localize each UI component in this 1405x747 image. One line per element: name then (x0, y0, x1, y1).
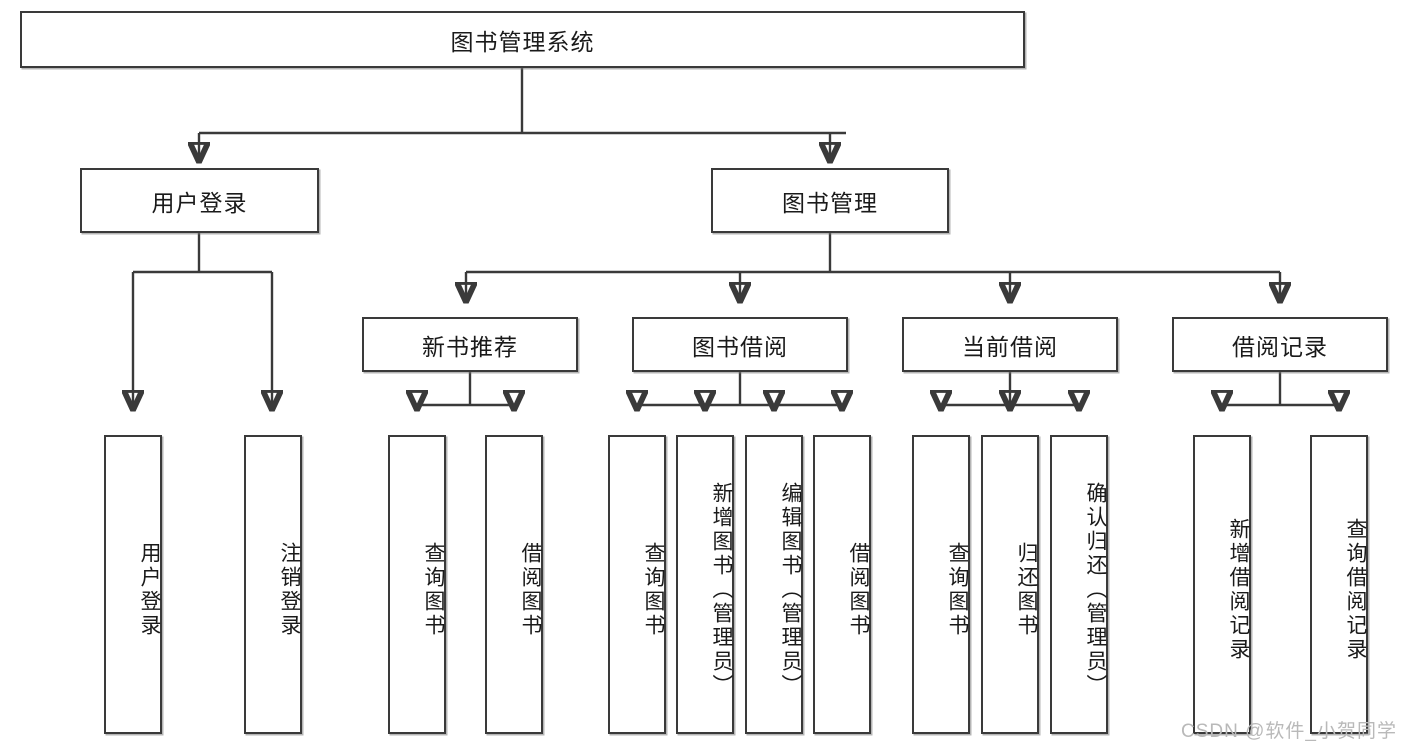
leaf-book-borrow-query[interactable]: 查询图书 (608, 435, 666, 734)
node-label: 编辑图书（管理员） (779, 481, 802, 698)
node-label: 新增图书（管理员） (710, 481, 733, 698)
node-label: 图书管理系统 (450, 28, 595, 55)
node-new-book-recommendation[interactable]: 新书推荐 (362, 317, 578, 372)
leaf-borrow-record-query[interactable]: 查询借阅记录 (1310, 435, 1368, 734)
leaf-user-login-signin[interactable]: 用户登录 (104, 435, 162, 734)
node-label: 用户登录 (138, 541, 161, 638)
node-user-login[interactable]: 用户登录 (80, 168, 319, 233)
node-label: 借阅图书 (847, 541, 870, 638)
leaf-current-borrow-return[interactable]: 归还图书 (981, 435, 1039, 734)
node-label: 用户登录 (151, 189, 248, 216)
node-label: 归还图书 (1015, 541, 1038, 638)
node-label: 查询图书 (642, 541, 665, 638)
leaf-user-login-signout[interactable]: 注销登录 (244, 435, 302, 734)
node-label: 注销登录 (278, 541, 301, 638)
node-label: 当前借阅 (962, 333, 1058, 360)
node-label: 图书管理 (782, 189, 878, 216)
leaf-borrow-record-add[interactable]: 新增借阅记录 (1193, 435, 1251, 734)
watermark: CSDN @软件_小贺同学 (1181, 721, 1397, 742)
node-label: 借阅图书 (519, 541, 542, 638)
node-book-management[interactable]: 图书管理 (711, 168, 949, 233)
node-borrowing-records[interactable]: 借阅记录 (1172, 317, 1388, 372)
node-label: 查询借阅记录 (1344, 517, 1367, 662)
node-label: 图书借阅 (692, 333, 788, 360)
node-book-borrowing[interactable]: 图书借阅 (632, 317, 848, 372)
leaf-new-book-query[interactable]: 查询图书 (388, 435, 446, 734)
leaf-current-borrow-query[interactable]: 查询图书 (912, 435, 970, 734)
node-label: 确认归还（管理员） (1084, 481, 1107, 698)
node-label: 新书推荐 (422, 333, 518, 360)
node-label: 新增借阅记录 (1227, 517, 1250, 662)
leaf-current-borrow-confirm-return[interactable]: 确认归还（管理员） (1050, 435, 1108, 734)
leaf-book-borrow-borrow[interactable]: 借阅图书 (813, 435, 871, 734)
node-label: 查询图书 (422, 541, 445, 638)
node-root-book-management-system[interactable]: 图书管理系统 (20, 11, 1025, 68)
leaf-book-borrow-edit[interactable]: 编辑图书（管理员） (745, 435, 803, 734)
node-label: 查询图书 (946, 541, 969, 638)
leaf-book-borrow-add[interactable]: 新增图书（管理员） (676, 435, 734, 734)
node-label: 借阅记录 (1232, 333, 1328, 360)
node-current-borrowing[interactable]: 当前借阅 (902, 317, 1118, 372)
leaf-new-book-borrow[interactable]: 借阅图书 (485, 435, 543, 734)
